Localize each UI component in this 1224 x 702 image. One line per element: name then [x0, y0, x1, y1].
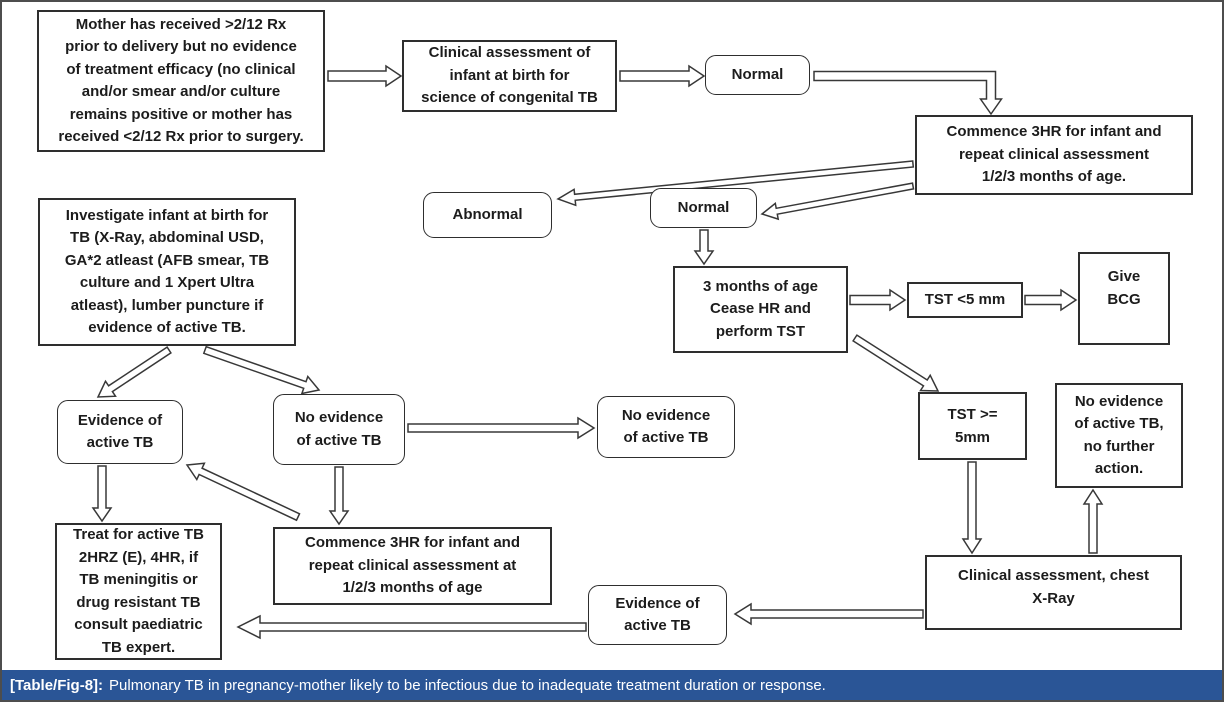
flow-node-label: TST <5 mm [924, 290, 1006, 308]
flow-node-normal-1: Normal [705, 55, 810, 95]
flow-node-no-evidence-left: No evidence of active TB [273, 394, 405, 465]
flow-node-label: Commence 3HR for infant and repeat clini… [946, 123, 1162, 186]
flow-node-label: Give BCG [1107, 268, 1141, 308]
flow-node-normal-2: Normal [650, 188, 757, 228]
flow-node-evidence-active-tb-bottom: Evidence of active TB [588, 585, 727, 645]
arrow-evidence-bottom-to-treat [236, 614, 587, 640]
arrow-no-evidence-left-to-commence-bottom [328, 466, 350, 526]
flow-node-label: Evidence of active TB [615, 594, 700, 635]
flow-node-no-further-action: No evidence of active TB, no further act… [1055, 383, 1183, 488]
flow-node-label: Clinical assessment of infant at birth f… [421, 44, 598, 107]
flow-node-label: No evidence of active TB [621, 406, 711, 447]
arrow-three-months-to-tst-ge [852, 334, 940, 392]
arrow-clinical-xray-to-no-action [1082, 488, 1104, 554]
flow-node-label: 3 months of age Cease HR and perform TST [702, 277, 818, 340]
arrow-followup-to-evidence-left [185, 462, 301, 522]
flow-node-label: Normal [677, 198, 730, 216]
arrow-normal2-to-three-months [693, 229, 715, 266]
flow-node-abnormal: Abnormal [423, 192, 552, 238]
flow-node-label: Abnormal [452, 205, 523, 223]
arrow-assessment-to-normal1 [619, 64, 706, 88]
flow-node-commence-3hr-top: Commence 3HR for infant and repeat clini… [915, 115, 1193, 195]
flow-node-label: TST >= 5mm [947, 406, 998, 446]
arrow-commence-top-to-normal2 [760, 182, 915, 221]
arrow-investigate-to-no-evidence-left [202, 345, 321, 395]
flow-node-mother-history: Mother has received >2/12 Rx prior to de… [37, 10, 325, 152]
arrow-clinical-xray-to-evidence-bottom [733, 602, 924, 626]
flow-node-three-months-tst: 3 months of age Cease HR and perform TST [673, 266, 848, 353]
arrow-investigate-to-evidence-left [96, 346, 172, 398]
flow-node-label: No evidence of active TB [294, 409, 384, 449]
flow-node-clinical-assessment-birth: Clinical assessment of infant at birth f… [402, 40, 617, 112]
figure-caption-tag: [Table/Fig-8]: [10, 676, 104, 694]
flow-node-commence-3hr-bottom: Commence 3HR for infant and repeat clini… [273, 527, 552, 605]
arrow-tst-ge-to-clinical-xray [961, 461, 983, 555]
flow-node-clinical-assessment-xray: Clinical assessment, chest X-Ray [925, 555, 1182, 630]
flow-node-label: Commence 3HR for infant and repeat clini… [304, 534, 521, 597]
arrow-three-months-to-tst-less [849, 288, 907, 312]
flow-node-label: Clinical assessment, chest X-Ray [958, 567, 1149, 607]
figure-caption-text: Pulmonary TB in pregnancy-mother likely … [109, 676, 826, 694]
flow-node-treat-active-tb: Treat for active TB 2HRZ (E), 4HR, if TB… [55, 523, 222, 660]
flow-node-label: Normal [731, 65, 784, 83]
arrow-evidence-left-to-treat [91, 465, 113, 523]
flow-node-label: Mother has received >2/12 Rx prior to de… [58, 15, 304, 146]
flow-node-label: Treat for active TB 2HRZ (E), 4HR, if TB… [73, 526, 204, 656]
arrow-mother-to-assessment [327, 64, 403, 88]
arrow-tst-less-to-give-bcg [1024, 288, 1078, 312]
flow-node-label: Investigate infant at birth for TB (X-Ra… [64, 206, 270, 337]
flow-node-label: Evidence of active TB [77, 411, 163, 452]
figure-caption-bar: [Table/Fig-8]: Pulmonary TB in pregnancy… [2, 670, 1222, 700]
flow-node-label: No evidence of active TB, no further act… [1074, 392, 1164, 478]
arrow-no-evidence-left-to-mid [407, 416, 596, 440]
flow-node-no-evidence-mid: No evidence of active TB [597, 396, 735, 458]
flow-node-tst-5mm-or-more: TST >= 5mm [918, 392, 1027, 460]
flow-node-tst-under-5mm: TST <5 mm [907, 282, 1023, 318]
flow-node-investigate-infant: Investigate infant at birth for TB (X-Ra… [38, 198, 296, 346]
arrow-normal1-to-commence-top [813, 70, 1003, 116]
flow-node-give-bcg: Give BCG [1078, 252, 1170, 345]
flow-node-evidence-active-tb-left: Evidence of active TB [57, 400, 183, 464]
